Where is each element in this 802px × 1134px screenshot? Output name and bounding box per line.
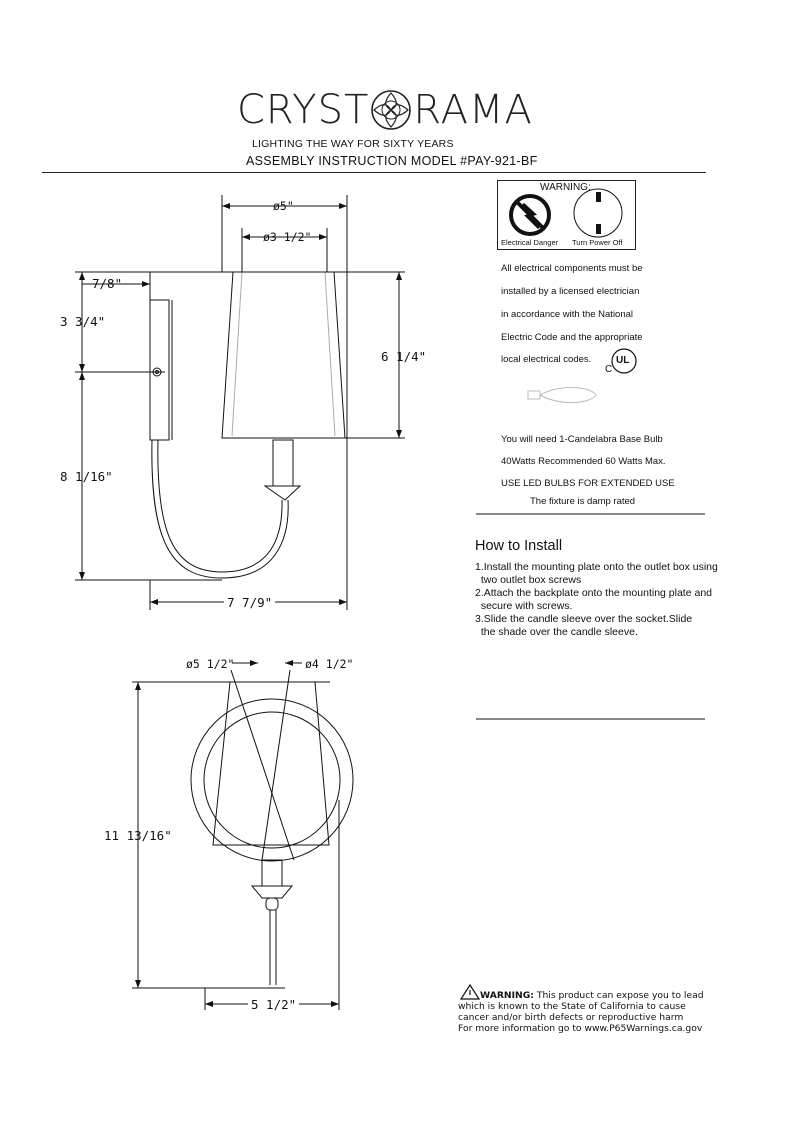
dim-plate-diameter-a: ø5 1/2" <box>186 657 235 671</box>
arm-shape <box>151 439 289 579</box>
electrical-note-line: in accordance with the National <box>501 309 634 320</box>
dim-center-to-bottom: 8 1/16" <box>60 469 113 484</box>
dim-backplate-depth: 7/8" <box>92 276 123 291</box>
prop65-warning-text: WARNING: This product can expose you to … <box>458 990 704 1034</box>
dim-projection: 7 7/9" <box>224 595 276 610</box>
bulb-note-line: The fixture is damp rated <box>530 496 636 507</box>
electrical-note-line: local electrical codes. <box>501 354 592 365</box>
install-step-line: 2.Attach the backplate onto the mounting… <box>475 587 713 599</box>
candelabra-bulb-icon <box>527 387 597 403</box>
install-section-title: How to Install <box>475 538 563 554</box>
brand-seal-icon <box>371 90 412 130</box>
header-divider <box>42 172 706 173</box>
install-step-line: two outlet box screws <box>475 574 582 586</box>
install-step-line: 1.Install the mounting plate onto the ou… <box>475 561 718 573</box>
bulb-note-line: You will need 1-Candelabra Base Bulb <box>501 434 663 445</box>
turn-power-off-icon <box>573 188 623 238</box>
bulb-note-line: 40Watts Recommended 60 Watts Max. <box>501 456 666 467</box>
prop65-line-3: cancer and/or birth defects or reproduct… <box>458 1012 684 1023</box>
prop65-warning-icon <box>459 983 481 1000</box>
electrical-note-line: Electric Code and the appropriate <box>501 332 643 343</box>
electrical-danger-icon <box>509 194 551 236</box>
ul-listed-icon <box>611 348 637 374</box>
canopy-inner-shape <box>203 711 341 849</box>
ul-mark-ul: UL <box>616 355 630 366</box>
warning-caption-turn-power-off: Turn Power Off <box>572 238 623 247</box>
warning-caption-electrical-danger: Electrical Danger <box>501 238 559 247</box>
prop65-line-4: For more information go to www.P65Warnin… <box>458 1023 703 1034</box>
prop65-label: WARNING: <box>480 990 534 1001</box>
install-step-line: secure with screws. <box>475 600 573 612</box>
dim-overall-width: 5 1/2" <box>248 997 300 1012</box>
canopy-outer-shape <box>190 698 354 862</box>
electrical-note-line: installed by a licensed electrician <box>501 286 640 297</box>
brand-text-right: RAMA <box>413 87 533 133</box>
side-view-drawing <box>75 195 405 610</box>
install-step-line: 3.Slide the candle sleeve over the socke… <box>475 613 693 625</box>
page-title: ASSEMBLY INSTRUCTION MODEL #PAY-921-BF <box>246 154 538 168</box>
ul-mark-c: C <box>605 364 613 375</box>
dim-shade-bottom-diameter: ø3 1/2" <box>263 230 312 244</box>
brand-text-left: CRYST <box>237 87 370 133</box>
dim-overall-height: 11 13/16" <box>104 828 172 843</box>
brand-logo: CRYST RAMA <box>237 86 532 134</box>
prop65-line-2: which is known to the State of Californi… <box>458 1001 686 1012</box>
warning-title: WARNING: <box>540 182 591 193</box>
front-view-drawing <box>132 660 354 1010</box>
dim-plate-diameter-b: ø4 1/2" <box>305 657 354 671</box>
install-step-line: the shade over the candle sleeve. <box>475 626 638 638</box>
dim-shade-height: 6 1/4" <box>381 349 427 364</box>
brand-tagline: LIGHTING THE WAY FOR SIXTY YEARS <box>252 138 454 150</box>
dim-top-to-center: 3 3/4" <box>60 314 106 329</box>
bulb-note-line: USE LED BULBS FOR EXTENDED USE <box>501 478 675 489</box>
dim-shade-top-diameter: ø5" <box>273 199 294 213</box>
prop65-line-1: This product can expose you to lead <box>533 990 704 1001</box>
electrical-note-line: All electrical components must be <box>501 263 643 274</box>
